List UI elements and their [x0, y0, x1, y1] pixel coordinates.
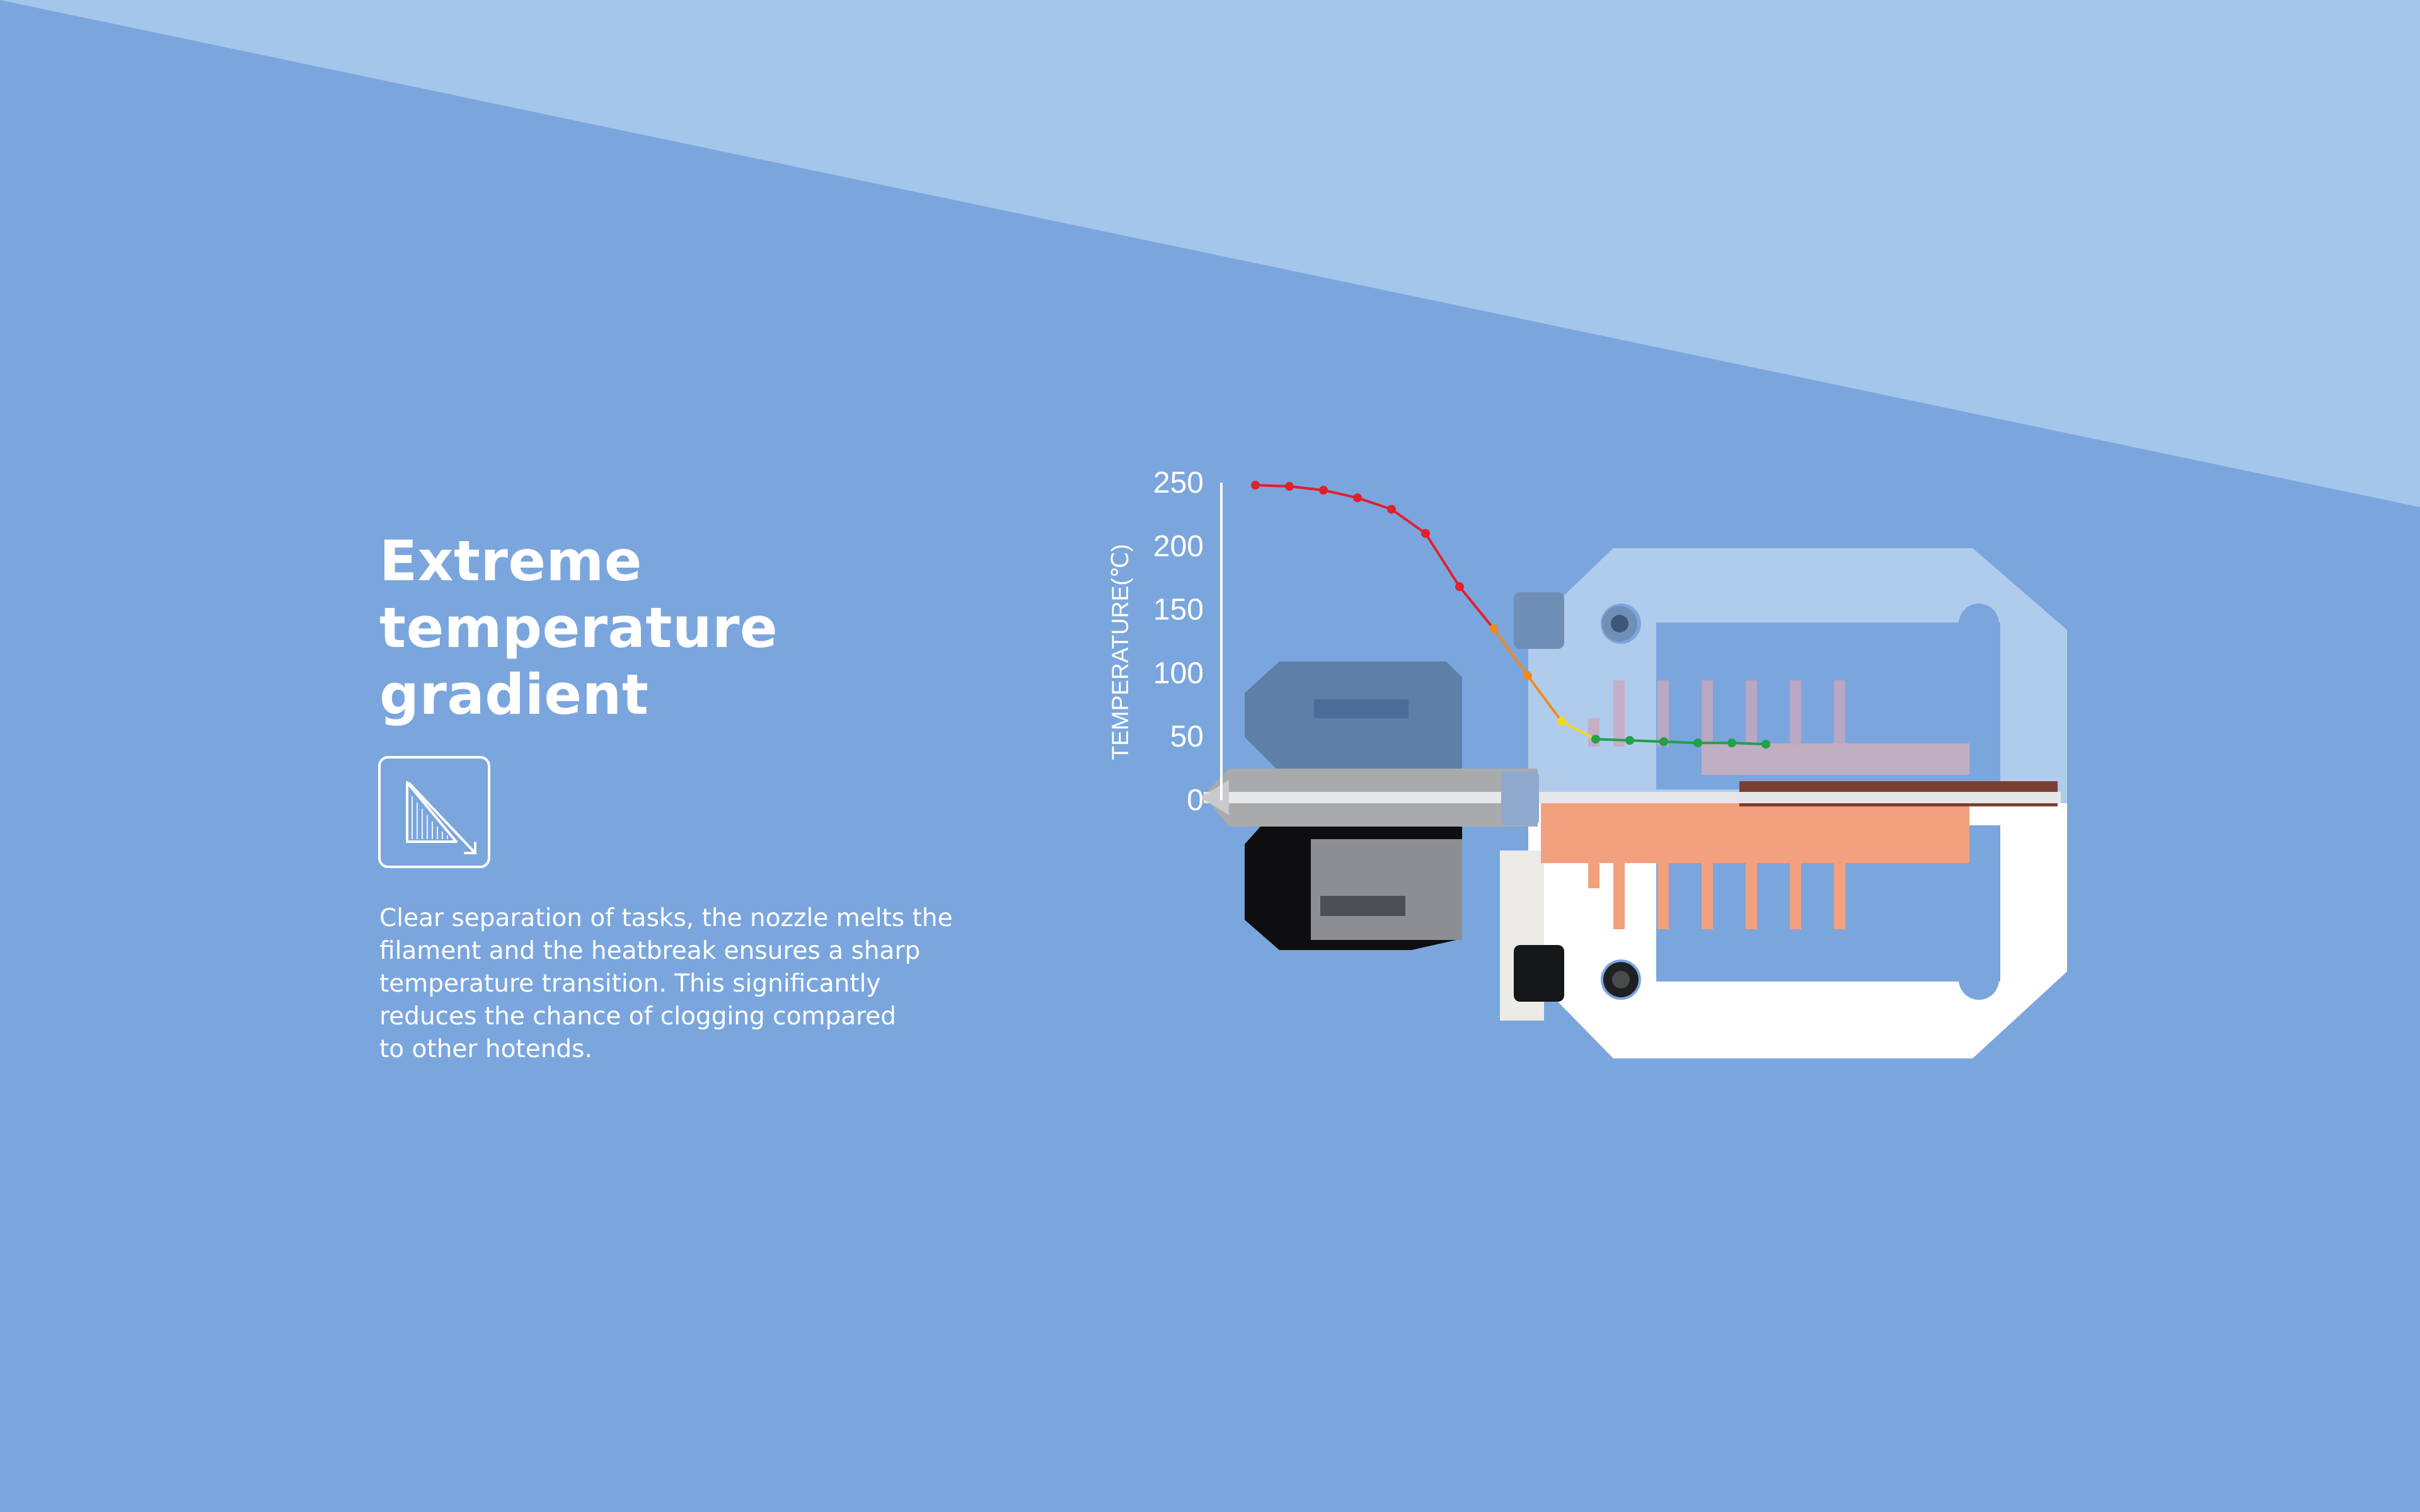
data-point: [1625, 736, 1634, 745]
y-tick-label: 250: [1153, 466, 1204, 500]
temperature-series: [1251, 481, 1770, 749]
section-heading: Extreme temperature gradient: [379, 529, 778, 727]
y-tick-label: 50: [1170, 720, 1204, 753]
series-segment: [1357, 496, 1392, 511]
series-segment: [1731, 742, 1766, 746]
y-tick-label: 0: [1187, 784, 1204, 817]
series-segment: [1255, 484, 1290, 488]
series-segment: [1390, 508, 1427, 535]
feature-copy: Extreme temperature gradient: [379, 528, 1041, 728]
series-segment: [1663, 740, 1698, 745]
y-axis-label: TEMPERATURE(℃): [1107, 544, 1133, 760]
data-point: [1319, 486, 1328, 495]
data-point: [1251, 481, 1260, 490]
data-point: [1455, 582, 1464, 592]
data-point: [1727, 738, 1736, 748]
data-point: [1693, 738, 1702, 748]
series-segment: [1595, 738, 1630, 742]
data-point: [1591, 735, 1600, 744]
y-tick-label: 150: [1153, 593, 1204, 627]
data-point: [1353, 493, 1362, 503]
data-point: [1523, 671, 1532, 680]
data-point: [1421, 529, 1430, 538]
hotend-gradient-figure: TEMPERATURE(℃) 0 50 100 150 200 250: [1107, 466, 2067, 1058]
data-point: [1285, 482, 1294, 491]
y-tick-label: 100: [1153, 656, 1204, 690]
data-point: [1659, 737, 1668, 747]
data-point: [1761, 740, 1770, 749]
screws: [1501, 592, 1639, 1002]
series-segment: [1629, 739, 1664, 743]
series-segment: [1289, 485, 1324, 492]
series-segment: [1492, 627, 1529, 677]
data-point: [1387, 505, 1396, 514]
feature-description: Clear separation of tasks, the nozzle me…: [379, 904, 953, 1063]
data-point: [1489, 624, 1498, 633]
temperature-gradient-icon: [378, 756, 490, 868]
series-segment: [1458, 586, 1495, 630]
y-ticks: 0 50 100 150 200 250: [1153, 466, 1204, 817]
heater-block: [1201, 662, 2061, 950]
data-point: [1557, 717, 1566, 726]
series-segment: [1561, 720, 1596, 741]
y-tick-label: 200: [1153, 530, 1204, 563]
series-segment: [1526, 675, 1563, 723]
series-segment: [1323, 489, 1358, 500]
series-segment: [1424, 532, 1461, 588]
